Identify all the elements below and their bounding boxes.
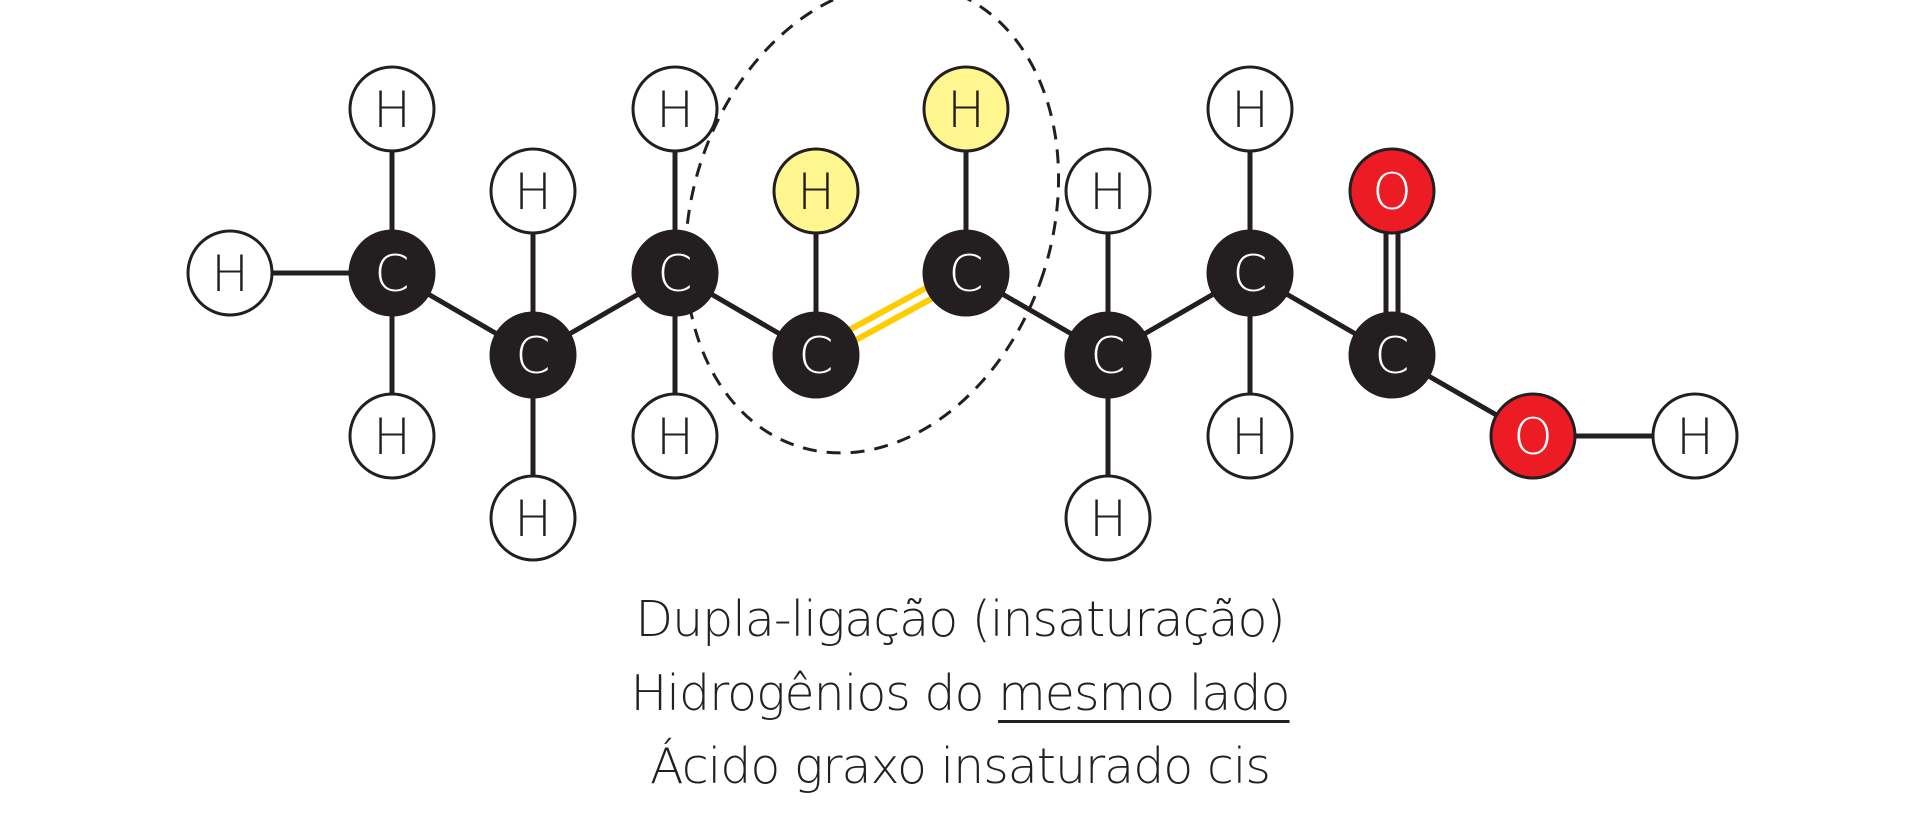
atom-circle-c4 — [772, 311, 860, 399]
atom-c8: C — [1348, 311, 1436, 399]
atom-c3: C — [631, 229, 719, 317]
atom-label-h5: H — [947, 81, 985, 139]
atom-circle-c1 — [348, 229, 436, 317]
atom-circle-c8 — [1348, 311, 1436, 399]
atom-o1: O — [1348, 147, 1436, 235]
atom-circle-h6b — [1064, 474, 1152, 562]
atom-circle-c7 — [1206, 229, 1294, 317]
atom-circle-h1b — [348, 392, 436, 480]
atom-h1t: H — [348, 65, 436, 153]
atom-label-h7b: H — [1231, 408, 1269, 466]
atom-h0: H — [186, 229, 274, 317]
atom-o2: O — [1489, 392, 1577, 480]
atom-label-c6: C — [1091, 327, 1126, 385]
atom-circle-c5 — [922, 229, 1010, 317]
atom-circle-c3 — [631, 229, 719, 317]
caption-double-bond-text: Dupla-ligação (insaturação) — [635, 591, 1285, 648]
caption-hydrogens-side: Hidrogênios do mesmo lado — [0, 664, 1920, 724]
atom-h3t: H — [631, 65, 719, 153]
atom-circle-h6t — [1064, 147, 1152, 235]
atom-circle-h5 — [922, 65, 1010, 153]
double-bond-highlight-region — [683, 0, 1061, 455]
atom-label-h1b: H — [373, 408, 411, 466]
atom-c6: C — [1064, 311, 1152, 399]
atom-h4: H — [772, 147, 860, 235]
atom-label-c3: C — [658, 245, 693, 303]
atom-circle-h4 — [772, 147, 860, 235]
atom-label-c1: C — [375, 245, 410, 303]
caption-same-side-underlined: mesmo lado — [998, 665, 1290, 722]
atom-label-o2: O — [1513, 408, 1552, 466]
atom-c4: C — [772, 311, 860, 399]
atom-label-h8: H — [1676, 408, 1714, 466]
atom-circle-o2 — [1489, 392, 1577, 480]
atom-label-h3b: H — [656, 408, 694, 466]
atom-label-h6b: H — [1089, 490, 1127, 548]
atom-label-h1t: H — [373, 81, 411, 139]
caption-double-bond: Dupla-ligação (insaturação) — [0, 590, 1920, 650]
atom-label-c8: C — [1375, 327, 1410, 385]
atom-circle-h3b — [631, 392, 719, 480]
atom-label-o1: O — [1372, 163, 1411, 221]
atom-label-h4: H — [797, 163, 835, 221]
atom-circle-h7b — [1206, 392, 1294, 480]
atom-h3b: H — [631, 392, 719, 480]
atom-label-h6t: H — [1089, 163, 1127, 221]
atom-h2b: H — [489, 474, 577, 562]
caption-acid-type-text: Ácido graxo insaturado cis — [650, 738, 1271, 795]
atom-c1: C — [348, 229, 436, 317]
caption-acid-type: Ácido graxo insaturado cis — [0, 737, 1920, 797]
atom-label-h2t: H — [514, 163, 552, 221]
atom-circle-h8 — [1651, 392, 1739, 480]
atom-circle-h3t — [631, 65, 719, 153]
atom-label-h0: H — [211, 245, 249, 303]
atom-h7b: H — [1206, 392, 1294, 480]
atom-circle-h2b — [489, 474, 577, 562]
atom-label-c7: C — [1233, 245, 1268, 303]
atom-h7t: H — [1206, 65, 1294, 153]
atom-h2t: H — [489, 147, 577, 235]
atom-h8: H — [1651, 392, 1739, 480]
atom-h1b: H — [348, 392, 436, 480]
atom-label-h2b: H — [514, 490, 552, 548]
atom-c7: C — [1206, 229, 1294, 317]
atom-c2: C — [489, 311, 577, 399]
atom-label-c5: C — [949, 245, 984, 303]
atom-label-c4: C — [799, 327, 834, 385]
atoms-layer: H C H H C H H C H H C H C H C H H C H H C O O H — [186, 65, 1739, 562]
atom-label-c2: C — [516, 327, 551, 385]
atom-circle-c6 — [1064, 311, 1152, 399]
atom-circle-h0 — [186, 229, 274, 317]
caption-hydrogens-prefix: Hidrogênios do — [630, 665, 999, 722]
atom-label-h3t: H — [656, 81, 694, 139]
atom-circle-h2t — [489, 147, 577, 235]
atom-label-h7t: H — [1231, 81, 1269, 139]
atom-h5: H — [922, 65, 1010, 153]
atom-circle-h7t — [1206, 65, 1294, 153]
atom-h6t: H — [1064, 147, 1152, 235]
atom-circle-c2 — [489, 311, 577, 399]
atom-h6b: H — [1064, 474, 1152, 562]
atom-c5: C — [922, 229, 1010, 317]
atom-circle-h1t — [348, 65, 436, 153]
atom-circle-o1 — [1348, 147, 1436, 235]
